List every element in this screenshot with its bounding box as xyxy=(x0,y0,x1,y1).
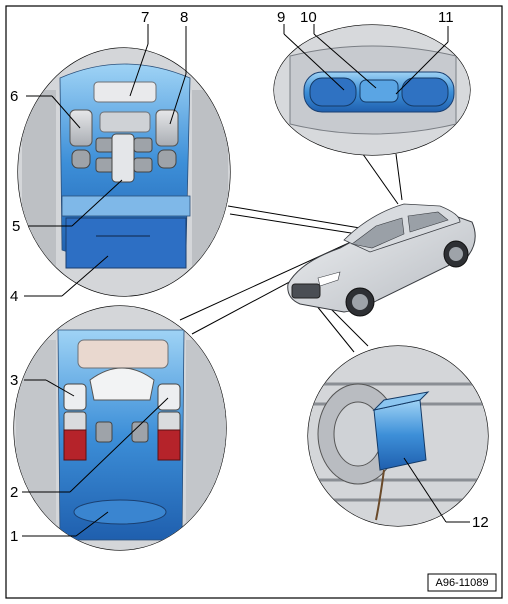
leader-lines xyxy=(22,24,470,537)
roof-switch-view xyxy=(273,24,471,156)
reference-code: A96-11089 xyxy=(435,577,488,589)
front-roof-console-view xyxy=(17,47,231,297)
callout-9: 9 xyxy=(277,9,285,26)
vehicle-illustration xyxy=(287,203,476,317)
callout-8: 8 xyxy=(180,9,188,26)
callout-12: 12 xyxy=(472,514,489,531)
callout-11: 11 xyxy=(438,9,454,26)
connector-lines xyxy=(179,149,403,353)
control-unit-view xyxy=(307,345,489,527)
callout-4: 4 xyxy=(10,288,18,305)
callout-7: 7 xyxy=(141,9,149,26)
rear-roof-console-view xyxy=(13,305,227,551)
callout-3: 3 xyxy=(10,372,18,389)
callout-labels: 7 8 6 5 4 3 2 1 9 10 11 12 xyxy=(10,9,489,545)
callout-1: 1 xyxy=(10,528,18,545)
callout-6: 6 xyxy=(10,88,18,105)
callout-5: 5 xyxy=(12,218,20,235)
callout-2: 2 xyxy=(10,484,18,501)
reference-code-box: A96-11089 xyxy=(427,573,497,592)
callout-10: 10 xyxy=(300,9,317,26)
